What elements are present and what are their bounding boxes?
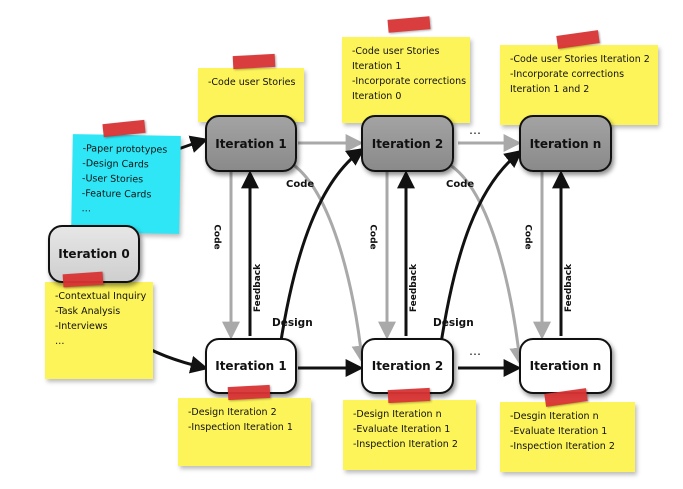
- note-line: -Feature Cards: [81, 188, 152, 201]
- box-label: Iteration n: [529, 136, 602, 151]
- note-top-iteration-1: -Code user Stories: [198, 68, 304, 122]
- feedback-vertical-label: Feedback: [409, 263, 420, 313]
- note-line: -Interviews: [55, 321, 108, 332]
- box-label: Iteration 1: [215, 136, 287, 151]
- note-line: -Paper prototypes: [82, 143, 168, 156]
- code-label: Code: [446, 179, 475, 190]
- note-line: -Incorporate corrections: [510, 69, 625, 80]
- arrow-code-diagonal-2: [444, 160, 528, 366]
- code-vertical-label: Code: [211, 224, 222, 250]
- tape: [387, 387, 431, 404]
- tape: [227, 384, 271, 401]
- note-line: -Contextual Inquiry: [55, 291, 147, 302]
- note-line: -Code user Stories Iteration 2: [510, 54, 650, 65]
- box-label: Iteration 2: [371, 359, 444, 373]
- bottom-iteration-2-box: Iteration 2: [361, 338, 454, 394]
- note-line: -Evaluate Iteration 1: [510, 426, 608, 437]
- arrow-design-diagonal-2: [438, 149, 523, 351]
- note-line: -Evaluate Iteration 1: [353, 424, 451, 435]
- box-label: Iteration 1: [215, 359, 287, 373]
- top-iteration-2-box: Iteration 2: [361, 115, 454, 172]
- box-label: Iteration 0: [58, 247, 130, 261]
- note-line: -Inspection Iteration 1: [188, 422, 293, 433]
- ellipsis-label: …: [469, 344, 481, 358]
- note-top-iteration-n: -Code user Stories Iteration 2 -Incorpor…: [500, 45, 658, 125]
- design-label: Design: [433, 317, 474, 329]
- note-line: Iteration 0: [352, 91, 402, 102]
- note-line: …: [55, 336, 65, 347]
- feedback-vertical-label: Feedback: [564, 263, 575, 313]
- note-bottom-iteration-n: -Desgin Iteration n -Evaluate Iteration …: [500, 402, 635, 472]
- bottom-iteration-1-box: Iteration 1: [205, 338, 297, 394]
- box-label: Iteration 2: [371, 136, 444, 151]
- box-label: Iteration n: [529, 359, 602, 373]
- code-vertical-label: Code: [367, 224, 378, 250]
- note-bottom-iteration-2: -Design Iteration n -Evaluate Iteration …: [343, 400, 476, 470]
- note-line: -User Stories: [81, 173, 144, 186]
- code-label: Code: [286, 179, 315, 190]
- note-line: -Design Cards: [82, 158, 149, 171]
- note-line: -Design Iteration n: [353, 409, 442, 420]
- note-line: -Inspection Iteration 2: [510, 441, 615, 452]
- code-vertical-label: Code: [522, 224, 533, 250]
- design-label: Design: [272, 317, 313, 329]
- ellipsis-label: …: [469, 123, 481, 137]
- note-top-iteration-2: -Code user Stories Iteration 1 -Incorpor…: [342, 37, 470, 123]
- bottom-iteration-n-box: Iteration n: [519, 338, 612, 394]
- note-line: …: [81, 203, 92, 215]
- note-line: -Code user Stories: [352, 46, 440, 57]
- note-line: Iteration 1: [352, 61, 402, 72]
- tape: [62, 271, 104, 288]
- note-line: -Inspection Iteration 2: [353, 439, 458, 450]
- note-line: -Incorporate corrections: [352, 76, 467, 87]
- top-iteration-1-box: Iteration 1: [205, 115, 297, 172]
- note-iter0-research: -Contextual Inquiry -Task Analysis -Inte…: [45, 282, 153, 379]
- tape: [232, 53, 276, 70]
- feedback-vertical-label: Feedback: [253, 263, 264, 313]
- note-line: -Desgin Iteration n: [510, 411, 599, 422]
- note-line: Iteration 1 and 2: [510, 84, 590, 95]
- top-iteration-n-box: Iteration n: [519, 115, 612, 172]
- note-line: -Task Analysis: [55, 306, 121, 317]
- arrow-design-diagonal-1: [278, 147, 365, 348]
- note-line: -Design Iteration 2: [188, 407, 277, 418]
- note-bottom-iteration-1: -Design Iteration 2 -Inspection Iteratio…: [178, 398, 311, 466]
- arrow-code-diagonal-1: [284, 158, 370, 364]
- note-line: -Code user Stories: [208, 77, 296, 88]
- note-iter0-artifacts: -Paper prototypes -Design Cards -User St…: [71, 134, 181, 234]
